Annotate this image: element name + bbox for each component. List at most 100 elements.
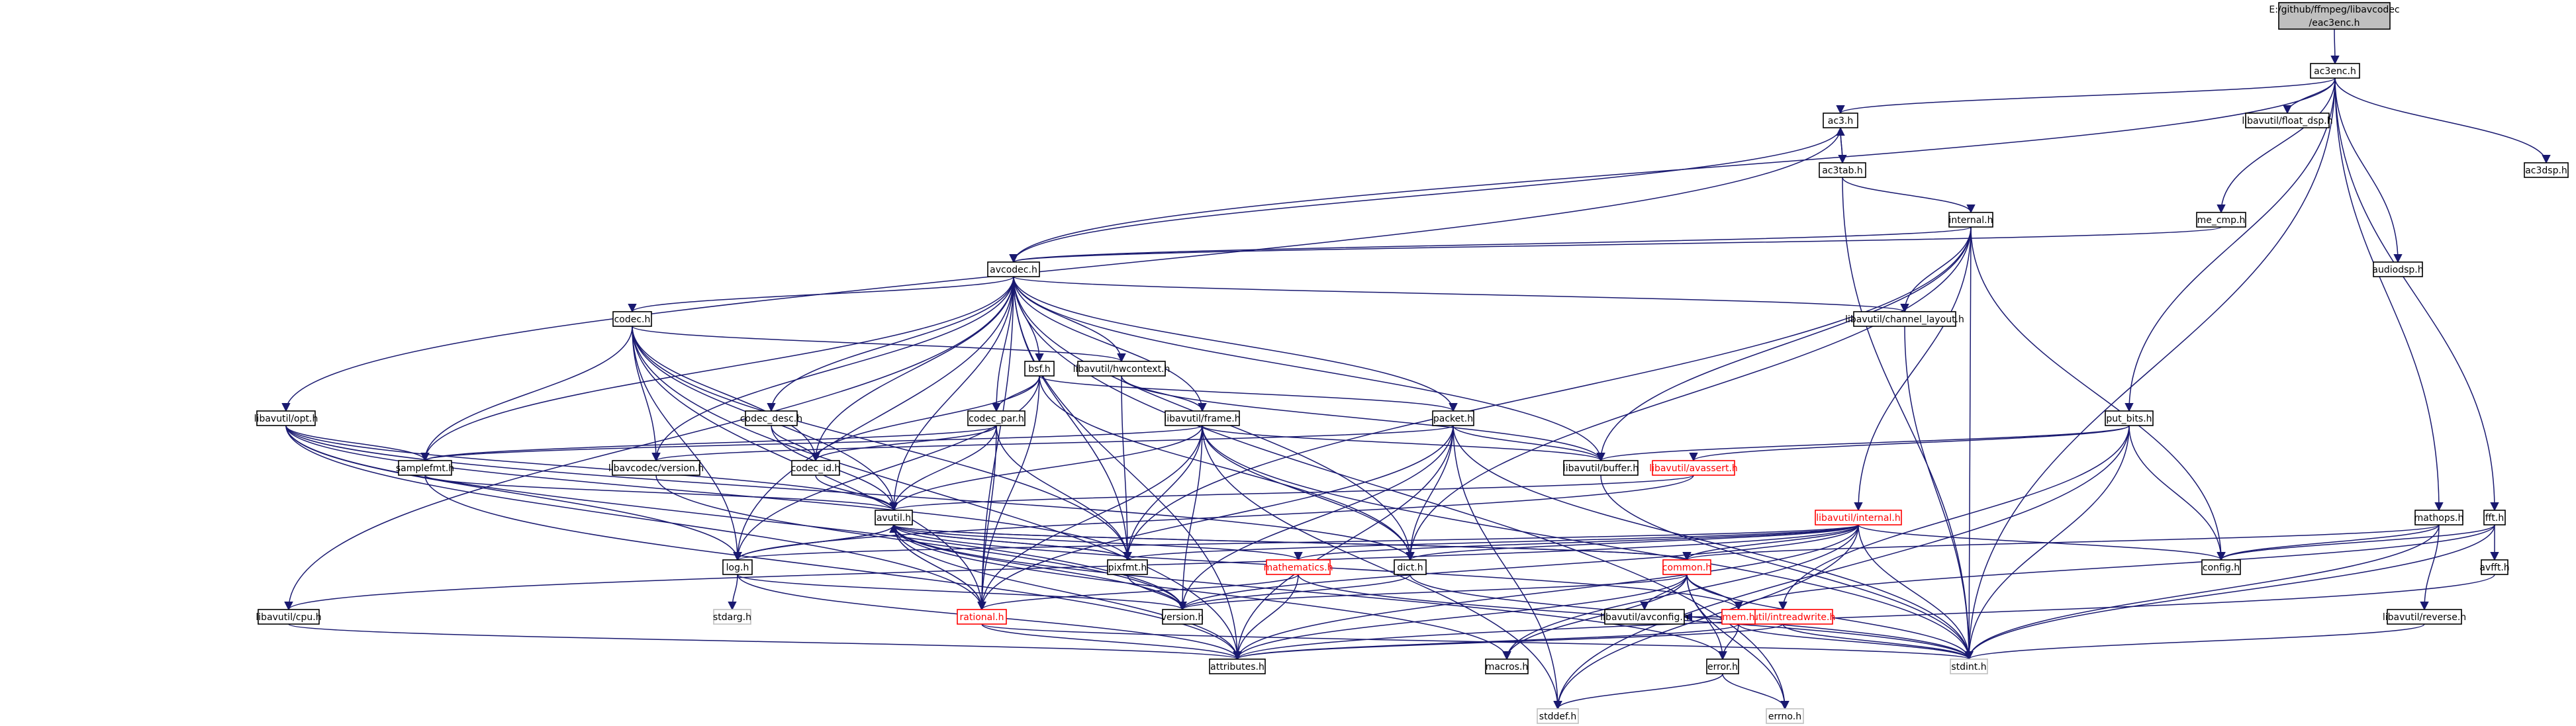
node-mathops[interactable]: mathops.h [2414, 510, 2464, 525]
node-box [1815, 510, 1902, 525]
node-rational[interactable]: rational.h [957, 609, 1007, 625]
node-box [258, 609, 320, 625]
node-ac3dsp[interactable]: ac3dsp.h [2524, 162, 2569, 178]
node-root[interactable]: E:/github/ffmpeg/libavcodec/eac3enc.h [2269, 2, 2400, 30]
edge-ac3tab-to-stdint [1842, 177, 1974, 660]
node-common[interactable]: common.h [1662, 559, 1711, 575]
edge-ac3enc-to-audiodsp [2334, 77, 2403, 263]
edge-ac3enc-to-ac3 [1836, 77, 2336, 114]
node-bsf[interactable]: bsf.h [1024, 361, 1055, 377]
edge-avutil_internal-to-stdint [1858, 524, 1974, 660]
node-box [2373, 261, 2423, 277]
node-errno[interactable]: errno.h [1766, 708, 1804, 724]
node-codec-id[interactable]: codec_id.h [791, 460, 841, 476]
edge-opt-to-avutil [285, 425, 898, 512]
node-internal[interactable]: internal.h [1948, 212, 1993, 228]
edge-mem-to-attributes [1233, 623, 1739, 660]
node-dict[interactable]: dict.h [1394, 559, 1427, 575]
node-label: libavutil/reverse.h [2383, 612, 2466, 623]
edge-avcodec-to-codec_id [811, 276, 1014, 462]
node-mathematics[interactable]: mathematics.h [1263, 559, 1333, 575]
node-label: errno.h [1768, 711, 1801, 722]
edge-put_bits-to-stddef [1553, 425, 2130, 710]
node-label: mem.h [1722, 612, 1754, 623]
edge-avcodec-to-log [733, 276, 1014, 561]
edge-mathops-to-config [2217, 524, 2440, 561]
node-box [1662, 559, 1711, 575]
node-avassert[interactable]: libavutil/avassert.h [1649, 460, 1738, 476]
node-box [957, 609, 1007, 625]
node-avconfig[interactable]: libavutil/avconfig.h [1600, 609, 1689, 625]
node-intreadwrite[interactable]: libavutil/intreadwrite.h [1731, 609, 1836, 625]
node-ac3enc[interactable]: ac3enc.h [2310, 63, 2360, 79]
edge-ac3enc-to-mathops [2334, 77, 2444, 512]
edge-frame-to-samplefmt [420, 425, 1203, 462]
node-version-codec[interactable]: libavcodec/version.h [608, 460, 704, 476]
node-label: avcodec.h [990, 265, 1037, 275]
node-label: audiodsp.h [2372, 265, 2423, 275]
edge-avutil-to-mathematics [893, 524, 1303, 561]
node-box [2310, 63, 2360, 79]
edge-common-to-avconfig [1640, 574, 1688, 611]
edge-internal-to-avutil_internal [1854, 226, 1972, 512]
edge-avfft-to-attributes [1233, 574, 2495, 660]
node-label: pixfmt.h [1108, 563, 1147, 573]
node-opt[interactable]: libavutil/opt.h [254, 410, 318, 426]
edge-codec_par-to-samplefmt [420, 425, 997, 462]
node-put-bits[interactable]: put_bits.h [2105, 410, 2154, 426]
node-codec-par[interactable]: codec_par.h [967, 410, 1026, 426]
node-me-cmp[interactable]: me_cmp.h [2196, 212, 2246, 228]
edge-ac3tab-to-internal [1842, 177, 1976, 214]
node-avcodec[interactable]: avcodec.h [987, 261, 1040, 277]
edge-frame-to-stddef [1202, 425, 1562, 710]
node-reverse[interactable]: libavutil/reverse.h [2383, 609, 2466, 625]
edge-put_bits-to-intreadwrite [1778, 425, 2130, 611]
node-float-dsp[interactable]: libavutil/float_dsp.h [2242, 113, 2333, 128]
node-channel-layout[interactable]: libavutil/channel_layout.h [1845, 311, 1964, 327]
node-box [1266, 559, 1331, 575]
node-box [722, 559, 753, 575]
node-attributes[interactable]: attributes.h [1209, 658, 1266, 674]
node-buffer[interactable]: libavutil/buffer.h [1563, 460, 1639, 476]
node-hwcontext[interactable]: libavutil/hwcontext.h [1073, 361, 1170, 377]
edge-mathematics-to-attributes [1233, 574, 1299, 660]
node-cpu[interactable]: libavutil/cpu.h [256, 609, 322, 625]
node-codec[interactable]: codec.h [612, 311, 652, 327]
node-ac3[interactable]: ac3.h [1823, 113, 1858, 128]
node-stdint[interactable]: stdint.h [1950, 658, 1988, 674]
node-mem[interactable]: mem.h [1721, 609, 1756, 625]
node-samplefmt[interactable]: samplefmt.h [396, 460, 454, 476]
node-error[interactable]: error.h [1706, 658, 1739, 674]
node-box [1209, 658, 1266, 674]
node-frame[interactable]: libavutil/frame.h [1164, 410, 1241, 426]
node-stdarg[interactable]: stdarg.h [713, 609, 751, 625]
node-avfft[interactable]: avfft.h [2479, 559, 2510, 575]
node-box [1077, 361, 1166, 377]
node-label: error.h [1707, 662, 1738, 672]
node-config[interactable]: config.h [2201, 559, 2241, 575]
node-avutil[interactable]: avutil.h [875, 510, 913, 525]
node-fft[interactable]: fft.h [2483, 510, 2506, 525]
node-stddef[interactable]: stddef.h [1537, 708, 1579, 724]
node-log[interactable]: log.h [722, 559, 753, 575]
edge-avutil_internal-to-macros [1502, 524, 1859, 660]
node-box [398, 460, 452, 476]
node-ac3tab[interactable]: ac3tab.h [1819, 162, 1866, 178]
edge-packet-to-stdint [1453, 425, 1974, 660]
edge-fft-to-config [2217, 524, 2495, 561]
edge-avutil_internal-to-attributes [1233, 524, 1859, 660]
node-codec-desc[interactable]: codec_desc.h [740, 410, 802, 426]
edge-internal-to-dict [1406, 226, 1972, 561]
node-packet[interactable]: packet.h [1432, 410, 1474, 426]
edge-avcodec-to-attributes [1013, 276, 1242, 660]
edge-cpu-to-attributes [288, 623, 1242, 660]
edge-avassert-to-avutil [889, 475, 1694, 512]
node-version[interactable]: version.h [1161, 609, 1204, 625]
node-macros[interactable]: macros.h [1485, 658, 1529, 674]
edge-internal-to-config [1970, 226, 2226, 561]
node-audiodsp[interactable]: audiodsp.h [2372, 261, 2424, 277]
node-pixfmt[interactable]: pixfmt.h [1107, 559, 1148, 575]
edge-codec_par-to-pixfmt [996, 425, 1132, 561]
node-avutil-internal[interactable]: libavutil/internal.h [1815, 510, 1902, 525]
node-label: libavutil/hwcontext.h [1073, 364, 1170, 375]
